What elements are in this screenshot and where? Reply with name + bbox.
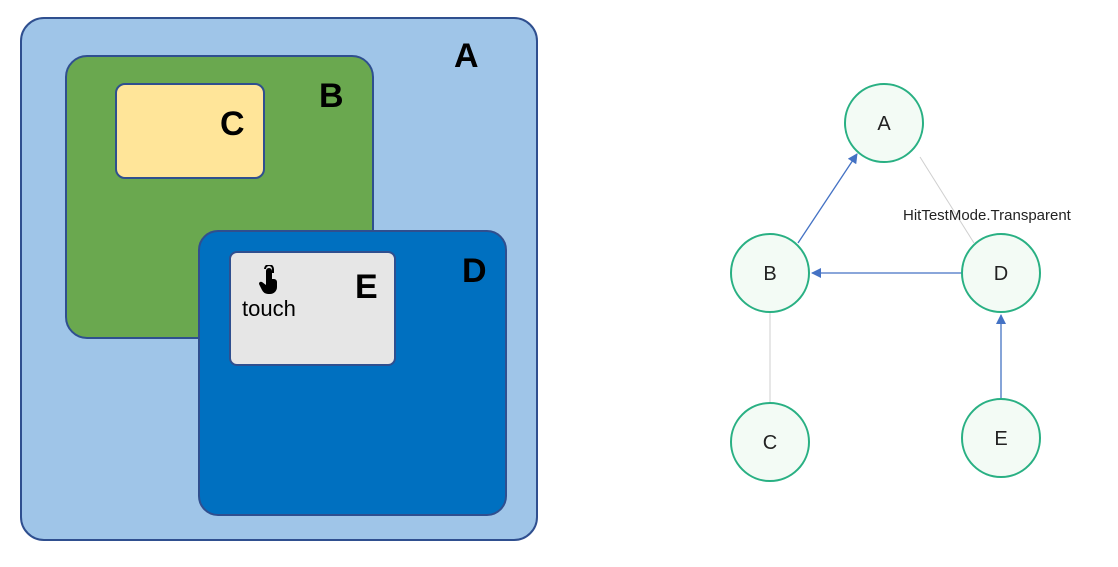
- node-d-label: D: [994, 263, 1008, 285]
- box-c-label: C: [220, 105, 245, 143]
- node-b-label: B: [763, 263, 776, 285]
- box-b-label: B: [319, 77, 344, 115]
- node-a-label: A: [877, 113, 891, 135]
- box-e[interactable]: E touch: [229, 251, 396, 366]
- node-e-label: E: [994, 428, 1007, 450]
- edge-b-a: [797, 153, 858, 244]
- node-e: E: [961, 398, 1041, 478]
- node-d: D: [961, 233, 1041, 313]
- node-c: C: [730, 402, 810, 482]
- box-d-label: D: [462, 252, 487, 290]
- edge-d-a: [919, 156, 975, 244]
- touch-label: touch: [242, 296, 296, 321]
- box-e-label: E: [355, 268, 378, 306]
- hit-test-tree: HitTestMode.Transparent A B C D E: [730, 83, 1072, 482]
- node-c-label: C: [763, 432, 777, 454]
- node-a: A: [844, 83, 924, 163]
- hittestmode-label: HitTestMode.Transparent: [903, 207, 1072, 224]
- box-c: C: [115, 83, 265, 179]
- hand-pointer-icon: [258, 265, 277, 294]
- node-b: B: [730, 233, 810, 313]
- box-a-label: A: [454, 37, 479, 75]
